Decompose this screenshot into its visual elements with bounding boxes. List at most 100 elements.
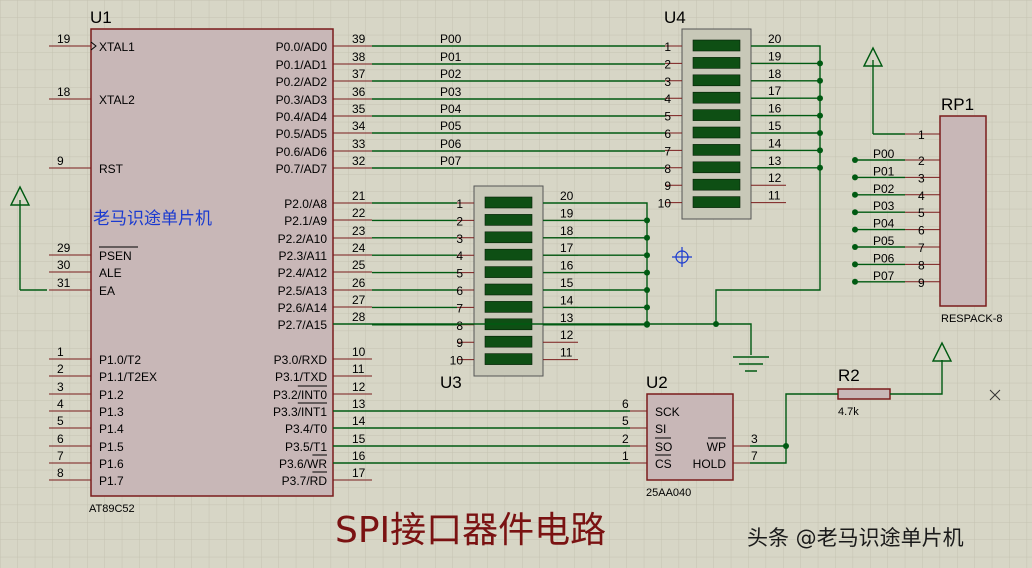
- u1-body[interactable]: [90, 28, 334, 497]
- rp1-resistor-pack[interactable]: RP1 RESPACK-8 12P003P014P025P036P047P058…: [852, 95, 1003, 325]
- u1-pin-name: P0.7/AD7: [276, 162, 328, 176]
- u1-pin-number: 39: [352, 32, 366, 46]
- rp1-pin-number: 6: [918, 224, 925, 238]
- rp1-pin-1[interactable]: 1: [873, 128, 940, 142]
- u1-pin-name: EA: [99, 284, 115, 298]
- u1-pin-4[interactable]: 4P1.3: [49, 397, 124, 419]
- u1-pin-number: 27: [352, 293, 366, 307]
- u1-pin-5[interactable]: 5P1.4: [49, 414, 124, 436]
- u3-pin-number-left: 7: [456, 301, 463, 315]
- u1-pin-3[interactable]: 3P1.2: [49, 380, 124, 402]
- bus-wires: [333, 45, 823, 355]
- u2-body[interactable]: [646, 393, 734, 481]
- u3-ref: U3: [440, 373, 462, 392]
- u1-right-pins: 39P0.0/AD038P0.1/AD137P0.2/AD236P0.3/AD3…: [273, 32, 372, 488]
- u1-pin-name: P2.6/A14: [278, 301, 328, 315]
- u1-pin-number: 1: [57, 345, 64, 359]
- u4-segment: [692, 126, 741, 139]
- junction-dot: [852, 209, 858, 216]
- rp1-net-label: P02: [873, 182, 895, 196]
- u1-pin-7[interactable]: 7P1.6: [49, 449, 124, 471]
- u4-segment: [692, 109, 741, 121]
- u2-pin-3[interactable]: 3WP: [707, 432, 758, 454]
- u4-pin-number-right: 18: [768, 67, 782, 81]
- u4-segment: [692, 39, 741, 52]
- u1-pin-6[interactable]: 6P1.5: [49, 432, 124, 454]
- u2-pin-1[interactable]: 1CS: [622, 449, 672, 471]
- u1-pin-name: P2.7/A15: [278, 318, 328, 332]
- junction-dot: [817, 130, 823, 136]
- u3-pin-number-left: 9: [456, 336, 463, 350]
- rp1-net-label: P06: [873, 251, 895, 265]
- u1-pin-name: P2.4/A12: [278, 266, 328, 280]
- junction-dot: [817, 60, 823, 67]
- u1-pin-number: 10: [352, 345, 366, 359]
- u2-pin-name: SO: [655, 440, 672, 454]
- u2-pin-number: 3: [751, 432, 758, 446]
- u3-pin-number-right: 18: [560, 224, 574, 238]
- u4-pin-number-right: 11: [768, 189, 781, 203]
- junction-dot: [852, 191, 858, 198]
- u1-pin-name: P0.3/AD3: [276, 93, 328, 107]
- u1-pin-number: 34: [352, 119, 366, 133]
- rp1-pin-4[interactable]: 4 P02: [852, 182, 940, 203]
- r2-body[interactable]: [837, 388, 891, 400]
- r2-ref: R2: [838, 366, 860, 385]
- u1-pin-8[interactable]: 8P1.7: [49, 466, 124, 488]
- u2-pin-2[interactable]: 2SO: [622, 432, 672, 454]
- junction-dot: [644, 234, 650, 241]
- u2-pin-5[interactable]: 5SI: [622, 414, 666, 436]
- rp1-body[interactable]: [939, 115, 987, 307]
- u1-pin-1[interactable]: 1P1.0/T2: [49, 345, 141, 367]
- u3-segment: [484, 248, 533, 261]
- u3-segment: [484, 301, 533, 313]
- u1-pin-number: 32: [352, 154, 366, 168]
- u4-segments: [692, 39, 741, 208]
- overlay-caption: 头条 @老马识途单片机: [747, 526, 964, 550]
- junction-dot: [817, 77, 823, 84]
- u2-pin-number: 2: [622, 432, 629, 446]
- rp1-pin-number: 4: [918, 189, 925, 203]
- u1-part: AT89C52: [89, 503, 135, 515]
- u1-pin-2[interactable]: 2P1.1/T2EX: [49, 362, 157, 384]
- u1-microcontroller[interactable]: U1 AT89C52 19XTAL118XTAL29RST29PSEN30ALE…: [49, 8, 372, 515]
